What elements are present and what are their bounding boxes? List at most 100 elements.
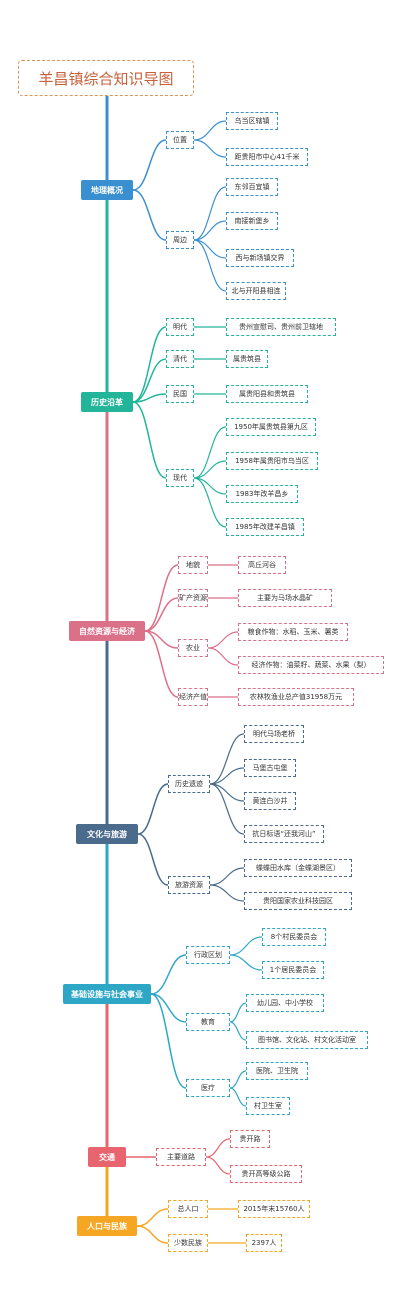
leaf-node: 1个居民委员会 [262,961,324,979]
branch-connector [150,993,187,1089]
sub-topic-node: 清代 [166,350,194,368]
leaf-node: 贵开高等级公路 [230,1165,302,1183]
leaf-node: 距贵阳市中心41千米 [226,148,308,166]
leaf-node: 2397人 [246,1234,282,1252]
leaf-node: 乌当区辖镇 [226,112,278,130]
leaf-connector [229,1021,247,1041]
leaf-node: 经济作物：油菜籽、蔬菜、水果（梨） [238,656,384,674]
leaf-connector [229,954,263,971]
leaf-connector [193,120,227,141]
leaf-node: 明代马场老桥 [244,725,304,743]
branch-connector [132,393,167,403]
leaf-node: 南接新堡乡 [226,212,278,230]
leaf-connector [209,767,245,785]
main-branch-node: 交通 [88,1147,126,1167]
leaf-node: 北与开阳县相连 [226,282,286,300]
leaf-connector [209,884,245,902]
leaf-connector [229,1087,247,1107]
sub-topic-node: 行政区划 [186,946,230,964]
leaf-node: 村卫生室 [246,1097,290,1115]
leaf-node: 贵阳国家农业科技园区 [244,892,352,910]
branch-connector [132,139,167,191]
branch-connector [132,189,167,241]
main-branch-node: 地理概况 [81,180,133,200]
leaf-connector [205,1138,231,1158]
main-branch-node: 历史沿革 [81,392,133,412]
branch-connector [132,358,167,403]
sub-topic-node: 现代 [166,469,194,487]
sub-topic-node: 历史遗迹 [168,775,210,793]
sub-topic-node: 明代 [166,318,194,336]
leaf-connector [193,426,227,479]
branch-connector [144,564,179,632]
leaf-node: 粮食作物：水稻、玉米、薯类 [238,623,348,641]
leaf-connector [193,139,227,158]
branch-connector [144,630,179,698]
leaf-node: 1983年改羊昌乡 [226,485,298,503]
sub-topic-node: 位置 [166,131,194,149]
leaf-node: 幼儿园、中小学校 [246,994,324,1012]
leaf-connector [193,220,227,241]
leaf-connector [205,1156,231,1175]
leaf-connector [193,186,227,241]
leaf-connector [207,631,239,649]
leaf-connector [193,460,227,479]
branch-connector [137,833,169,886]
leaf-node: 西与新场镇交界 [226,249,294,267]
sub-topic-node: 少数民族 [168,1234,208,1252]
sub-topic-node: 教育 [186,1013,230,1031]
main-branch-node: 自然资源与经济 [69,621,145,641]
leaf-connector [209,783,245,835]
sub-topic-node: 旅游资源 [168,876,210,894]
main-branch-node: 文化与旅游 [76,824,138,844]
leaf-node: 属贵阳县和贵筑县 [226,385,308,403]
leaf-node: 抗日标语“还我河山” [244,825,324,843]
branch-connector [137,783,169,835]
leaf-connector [193,239,227,292]
leaf-connector [209,867,245,886]
leaf-node: 1985年改建羊昌镇 [226,518,304,536]
leaf-connector [207,647,239,666]
leaf-connector [193,477,227,528]
leaf-connector [209,783,245,802]
leaf-node: 黄连白沙井 [244,792,296,810]
sub-topic-node: 地貌 [178,556,208,574]
leaf-node: 主要为马场水晶矿 [238,589,332,607]
leaf-node: 蝶蝶田水库（金蝶湖景区） [244,859,352,877]
sub-topic-node: 医疗 [186,1079,230,1097]
main-branch-node: 人口与民族 [77,1216,137,1236]
branch-connector [136,1225,169,1244]
sub-topic-node: 矿产资源 [178,589,208,607]
branch-connector [150,954,187,995]
leaf-node: 8个村民委员会 [262,928,326,946]
leaf-node: 东邻百宜镇 [226,178,278,196]
sub-topic-node: 周边 [166,231,194,249]
leaf-connector [193,239,227,259]
sub-topic-node: 民国 [166,385,194,403]
leaf-node: 马堡古屯堡 [244,759,296,777]
page-title: 羊昌镇综合知识导图 [18,60,194,96]
sub-topic-node: 总人口 [168,1200,208,1218]
leaf-node: 贵开路 [230,1130,270,1148]
branch-connector [144,597,179,632]
leaf-node: 1958年属贵阳市乌当区 [226,452,318,470]
sub-topic-node: 经济产值 [178,688,208,706]
main-branch-node: 基础设施与社会事业 [63,984,151,1004]
leaf-node: 图书馆、文化站、村文化活动室 [246,1031,368,1049]
leaf-node: 2015年末15760人 [238,1200,310,1218]
sub-topic-node: 农业 [178,639,208,657]
leaf-node: 农林牧渔业总产值31958万元 [238,688,354,706]
leaf-connector [229,1002,247,1023]
leaf-node: 高丘河谷 [238,556,286,574]
branch-connector [136,1208,169,1227]
sub-topic-node: 主要道路 [156,1148,206,1166]
branch-connector [132,326,167,403]
leaf-node: 医院、卫生院 [246,1062,308,1080]
branch-connector [132,401,167,479]
leaf-node: 属贵筑县 [226,350,268,368]
leaf-connector [229,1070,247,1089]
leaf-node: 1950年属贵筑县第九区 [226,418,316,436]
leaf-connector [229,936,263,956]
leaf-node: 贵州宣慰司、贵州前卫辖地 [226,318,336,336]
